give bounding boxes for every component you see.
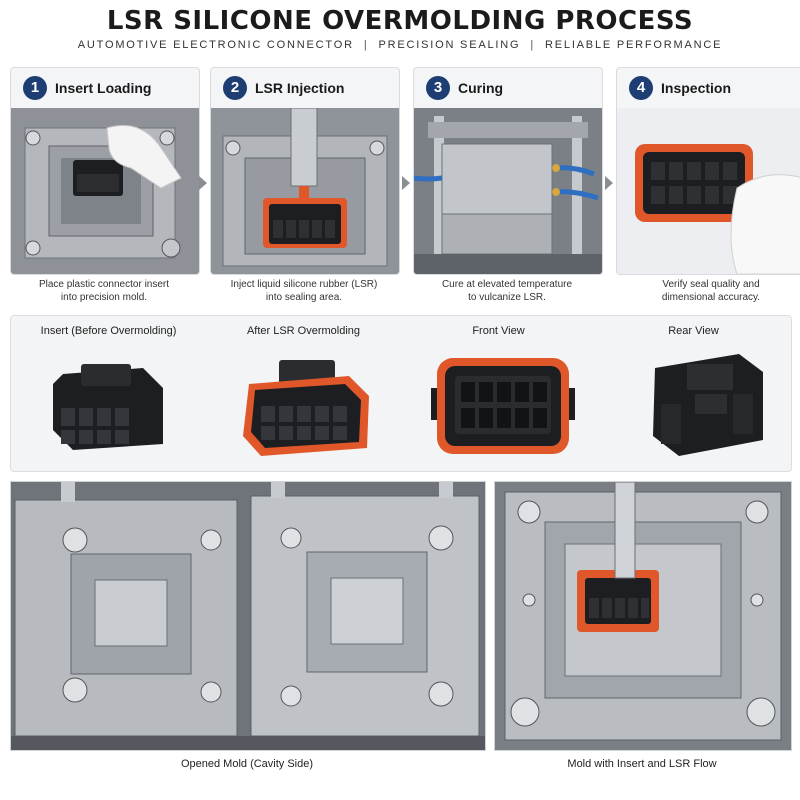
subtitle-separator: |	[363, 39, 369, 51]
caption-line: Inject liquid silicone rubber (LSR)	[230, 279, 378, 290]
step-caption: Place plastic connector insert into prec…	[10, 278, 198, 304]
inspection-photo	[617, 108, 800, 274]
view-label: After LSR Overmolding	[246, 325, 361, 337]
opened-mold-image-frame	[10, 481, 486, 751]
step-label: Curing	[458, 80, 504, 96]
connector-rear-view-image	[653, 354, 763, 456]
connector-views-panel: Insert (Before Overmolding) After LSR Ov…	[10, 315, 792, 472]
caption-line: into sealing area.	[265, 292, 343, 303]
step-label: LSR Injection	[255, 80, 345, 96]
arrow-right-icon	[199, 176, 207, 190]
page-title: LSR SILICONE OVERMOLDING PROCESS	[106, 6, 694, 36]
caption-line: to vulcanize LSR.	[468, 292, 546, 303]
step-caption: Verify seal quality and dimensional accu…	[606, 278, 800, 304]
caption-line: into precision mold.	[60, 292, 148, 303]
view-label: Rear View	[668, 325, 719, 337]
connector-insert-image	[53, 364, 163, 450]
step-header: 3 Curing	[414, 68, 602, 110]
page-subtitle: AUTOMOTIVE ELECTRONIC CONNECTOR | PRECISIO…	[0, 39, 800, 51]
mold-with-insert-image-frame	[494, 481, 792, 751]
caption-line: dimensional accuracy.	[661, 292, 761, 303]
step-number-badge: 4	[629, 76, 653, 100]
connector-overmolded-image	[243, 360, 369, 456]
mold-caption: Opened Mold (Cavity Side)	[180, 758, 314, 770]
caption-line: Place plastic connector insert	[38, 279, 170, 290]
mold-with-insert-image	[495, 482, 791, 750]
step-caption: Inject liquid silicone rubber (LSR) into…	[210, 278, 398, 304]
step-header: 2 LSR Injection	[211, 68, 399, 110]
lsr-injection-photo	[211, 108, 399, 274]
step-lsr-injection: 2 LSR Injection	[210, 67, 400, 275]
step-number-badge: 3	[426, 76, 450, 100]
connector-front-view-image	[431, 358, 575, 454]
mold-caption: Mold with Insert and LSR Flow	[567, 758, 717, 770]
caption-line: Cure at elevated temperature	[441, 279, 573, 290]
step-number-badge: 1	[23, 76, 47, 100]
view-label: Front View	[472, 325, 525, 337]
step-caption: Cure at elevated temperature to vulcaniz…	[413, 278, 601, 304]
step-curing: 3 Curing	[413, 67, 603, 275]
subtitle-part-1: AUTOMOTIVE ELECTRONIC CONNECTOR	[77, 39, 354, 51]
opened-mold-image	[11, 482, 485, 750]
subtitle-part-3: RELIABLE PERFORMANCE	[545, 39, 723, 51]
step-label: Inspection	[661, 80, 732, 96]
insert-loading-photo	[11, 108, 199, 274]
caption-line: Verify seal quality and	[662, 279, 760, 290]
arrow-right-icon	[402, 176, 410, 190]
step-number-badge: 2	[223, 76, 247, 100]
step-header: 4 Inspection	[617, 68, 800, 110]
step-inspection: 4 Inspection	[616, 67, 800, 275]
curing-press-photo	[414, 108, 602, 274]
subtitle-separator: |	[530, 39, 536, 51]
view-label: Insert (Before Overmolding)	[40, 325, 177, 337]
step-label: Insert Loading	[55, 80, 152, 96]
step-insert-loading: 1 Insert Loading	[10, 67, 200, 275]
arrow-right-icon	[605, 176, 613, 190]
subtitle-part-2: PRECISION SEALING	[378, 39, 521, 51]
step-header: 1 Insert Loading	[11, 68, 199, 110]
